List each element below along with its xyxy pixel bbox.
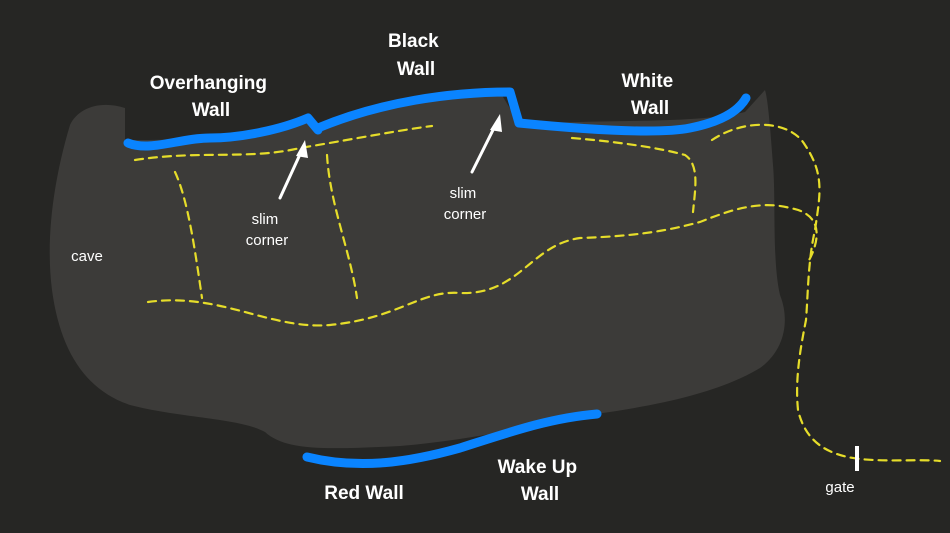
trail-upper xyxy=(133,124,434,162)
climbing-walls xyxy=(123,87,751,469)
gate-label: gate xyxy=(825,479,854,496)
trail-left-connector xyxy=(173,170,204,300)
trail-main xyxy=(146,204,818,327)
trail-approach xyxy=(710,123,942,463)
white-wall-line xyxy=(514,93,751,136)
black-wall-label: Black Wall xyxy=(388,31,444,80)
trail-mid-connector xyxy=(325,153,359,300)
slim-corner-label-2: slim corner xyxy=(444,185,487,223)
slim-corner-label-1: slim corner xyxy=(246,211,289,249)
red-wake-up-wall-line xyxy=(302,409,602,469)
overhanging-wall-line xyxy=(123,113,323,151)
red-wall-label: Red Wall xyxy=(324,483,404,504)
white-wall-label: White Wall xyxy=(622,71,679,119)
black-wall-line xyxy=(313,87,524,133)
overhanging-wall-label: Overhanging Wall xyxy=(150,73,272,121)
cave-label: cave xyxy=(71,248,103,265)
slim-corner-arrow-2 xyxy=(470,114,502,174)
crag-area xyxy=(49,90,785,449)
trail-network xyxy=(133,123,942,463)
slim-corner-arrow-1 xyxy=(278,140,308,200)
trail-white-wall xyxy=(570,136,697,214)
wake-up-wall-label: Wake Up Wall xyxy=(498,457,583,505)
